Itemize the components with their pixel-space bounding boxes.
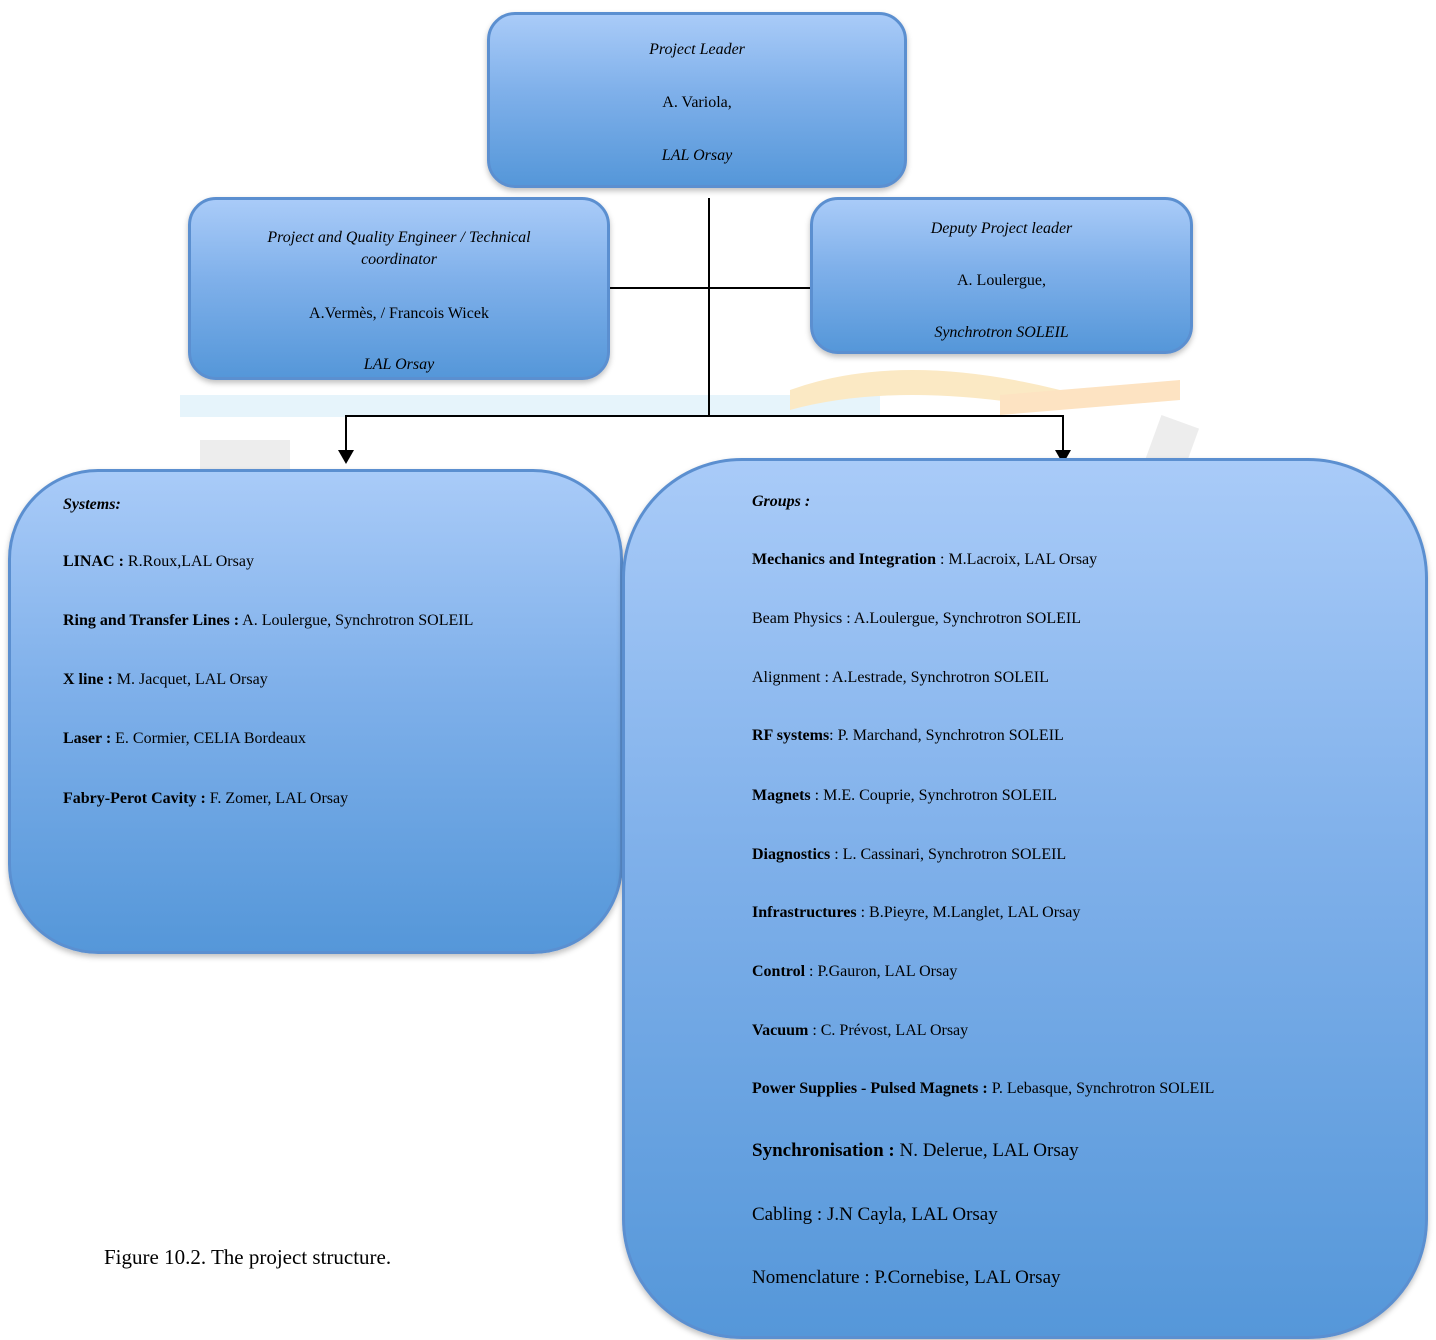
groups-title: Groups :: [752, 493, 811, 510]
quality-engineer-name: A.Vermès, / Francois Wicek: [309, 305, 489, 322]
systems-box: Systems: LINAC : R.Roux,LAL Orsay Ring a…: [8, 469, 623, 954]
list-item: Fabry-Perot Cavity : F. Zomer, LAL Orsay: [63, 790, 349, 807]
deputy-leader-box: Deputy Project leader A. Loulergue, Sync…: [810, 197, 1193, 354]
systems-title: Systems:: [63, 496, 121, 513]
project-leader-name: A. Variola,: [662, 94, 732, 111]
quality-engineer-org: LAL Orsay: [363, 356, 435, 373]
groups-box: Groups : Mechanics and Integration : M.L…: [622, 458, 1428, 1339]
connector-drop-systems: [345, 415, 347, 451]
project-leader-org: LAL Orsay: [661, 147, 733, 164]
project-leader-box: Project Leader A. Variola, LAL Orsay: [487, 12, 907, 188]
list-item: RF systems: P. Marchand, Synchrotron SOL…: [752, 727, 1064, 744]
list-item: Synchronisation : N. Delerue, LAL Orsay: [752, 1140, 1079, 1161]
project-leader-role: Project Leader: [649, 41, 745, 58]
connector-horizontal-staff: [610, 287, 810, 289]
list-item: Vacuum : C. Prévost, LAL Orsay: [752, 1022, 969, 1039]
deputy-leader-name: A. Loulergue,: [956, 272, 1046, 289]
connector-vertical-main: [708, 198, 710, 416]
list-item: Nomenclature : P.Cornebise, LAL Orsay: [752, 1267, 1061, 1288]
list-item: Power Supplies - Pulsed Magnets : P. Leb…: [752, 1080, 1215, 1097]
quality-engineer-role: Project and Quality Engineer / Technical…: [267, 229, 531, 268]
list-item: Infrastructures : B.Pieyre, M.Langlet, L…: [752, 904, 1081, 921]
list-item: Cabling : J.N Cayla, LAL Orsay: [752, 1204, 998, 1225]
list-item: Alignment : A.Lestrade, Synchrotron SOLE…: [752, 669, 1049, 686]
list-item: Ring and Transfer Lines : A. Loulergue, …: [63, 612, 474, 629]
list-item: Laser : E. Cormier, CELIA Bordeaux: [63, 730, 307, 747]
list-item: Mechanics and Integration : M.Lacroix, L…: [752, 551, 1098, 568]
deputy-leader-role: Deputy Project leader: [930, 220, 1073, 237]
figure-caption: Figure 10.2. The project structure.: [104, 1245, 392, 1269]
list-item: Beam Physics : A.Loulergue, Synchrotron …: [752, 610, 1081, 627]
deputy-leader-org: Synchrotron SOLEIL: [934, 324, 1069, 341]
arrow-down-systems-icon: [338, 450, 354, 464]
quality-engineer-box: Project and Quality Engineer / Technical…: [188, 197, 610, 380]
list-item: Control : P.Gauron, LAL Orsay: [752, 963, 958, 980]
list-item: Magnets : M.E. Couprie, Synchrotron SOLE…: [752, 787, 1057, 804]
list-item: Diagnostics : L. Cassinari, Synchrotron …: [752, 846, 1067, 863]
connector-horizontal-branch: [345, 415, 1064, 417]
list-item: X line : M. Jacquet, LAL Orsay: [63, 671, 268, 688]
connector-drop-groups: [1062, 415, 1064, 451]
list-item: LINAC : R.Roux,LAL Orsay: [63, 553, 254, 570]
